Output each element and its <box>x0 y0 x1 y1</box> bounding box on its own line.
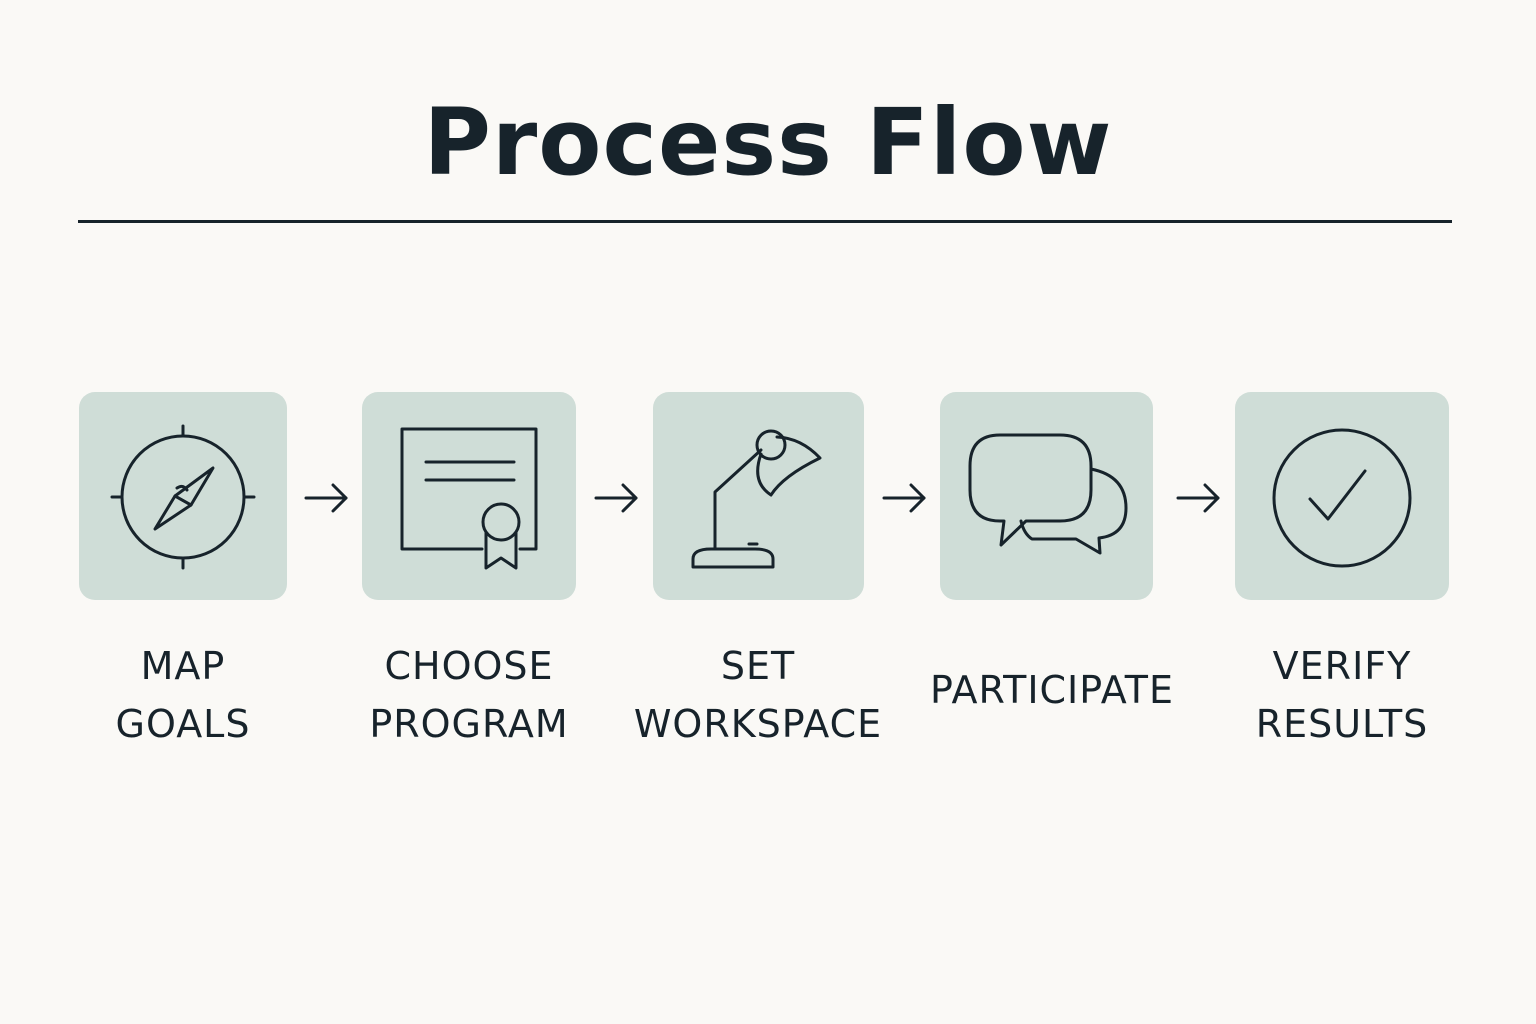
step-tile-map-goals <box>79 392 287 600</box>
speech-bubbles-icon <box>968 433 1128 555</box>
arrow-right-icon <box>304 483 348 513</box>
arrow-right-icon <box>594 483 638 513</box>
step-label-choose-program: CHOOSE PROGRAM <box>369 644 569 746</box>
arrow-right-icon <box>1176 483 1220 513</box>
compass-icon <box>110 424 256 570</box>
step-label-verify-results: VERIFY RESULTS <box>1255 644 1429 746</box>
step-tile-participate <box>940 392 1153 600</box>
certificate-icon <box>400 427 538 570</box>
step-label-participate: PARTICIPATE <box>929 668 1175 712</box>
step-label-map-goals: MAP GOALS <box>115 644 251 746</box>
desk-lamp-icon <box>691 429 822 569</box>
arrow-right-icon <box>882 483 926 513</box>
step-tile-set-workspace <box>653 392 864 600</box>
step-label-set-workspace: SET WORKSPACE <box>633 644 883 746</box>
step-tile-verify-results <box>1235 392 1449 600</box>
title-divider <box>78 220 1452 223</box>
step-tile-choose-program <box>362 392 576 600</box>
check-circle-icon <box>1272 428 1412 568</box>
page-title: Process Flow <box>423 89 1113 196</box>
